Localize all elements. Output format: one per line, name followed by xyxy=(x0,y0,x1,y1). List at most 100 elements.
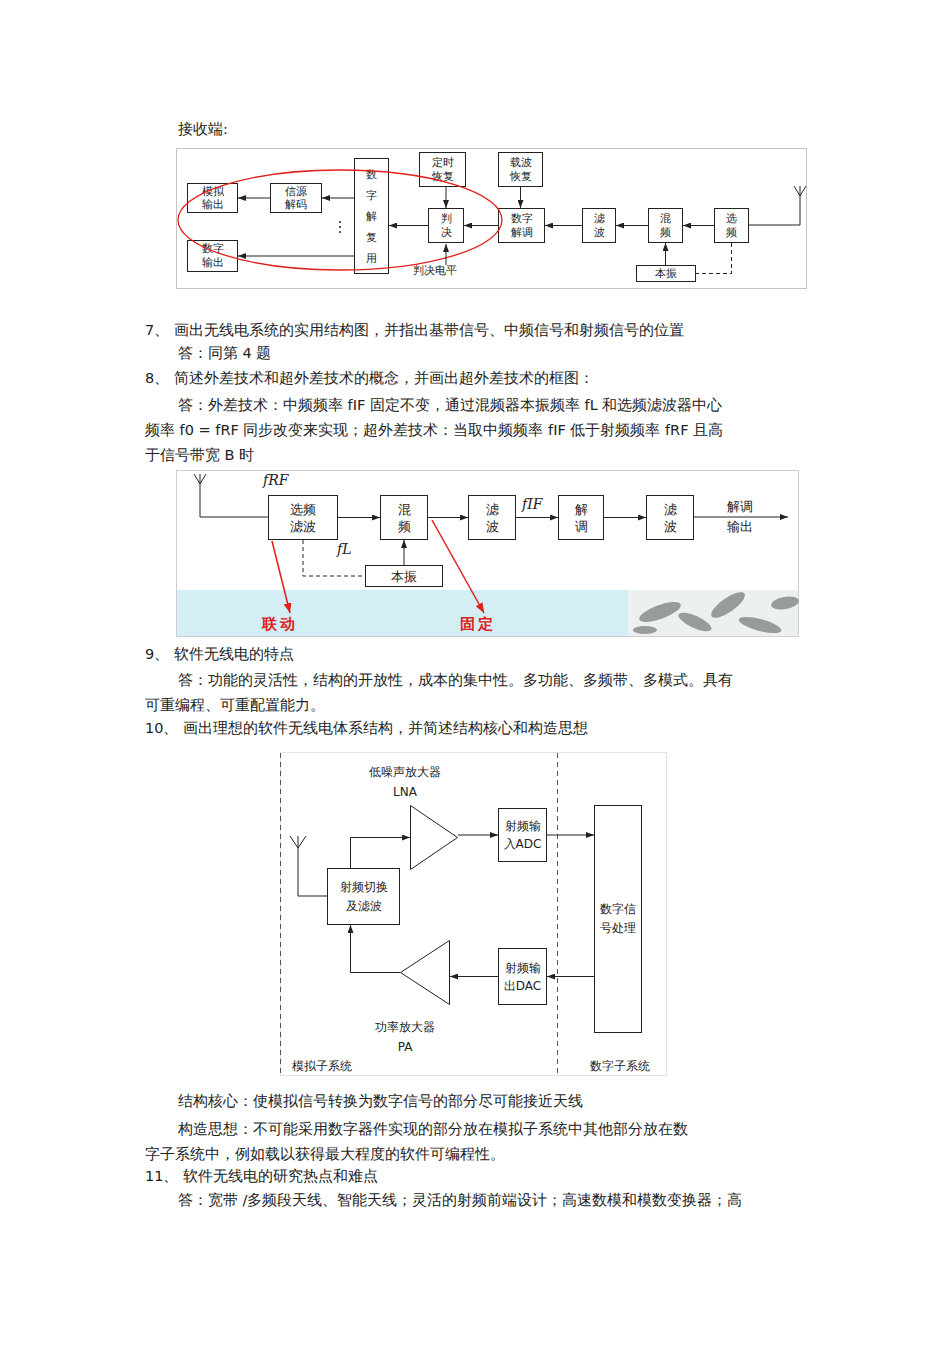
subsystem-divider xyxy=(280,753,281,1076)
block-box: 射频输 出DAC xyxy=(498,948,547,1005)
question-text: 10、 画出理想的软件无线电体系结构，并简述结构核心和构造思想 xyxy=(145,719,865,739)
signal-connector xyxy=(446,187,447,208)
signal-connector xyxy=(322,198,354,199)
frequency-label: fRF xyxy=(263,471,303,490)
subsystem-divider xyxy=(557,753,558,1076)
signal-connector xyxy=(338,517,380,518)
block-box: 混 频 xyxy=(648,208,683,243)
block-label: 混 频 xyxy=(658,212,673,240)
signal-connector xyxy=(516,517,558,518)
block-label: 数字 输出 xyxy=(192,242,233,270)
signal-connector xyxy=(604,517,646,518)
block-box: 数 字 解 复 用 xyxy=(354,158,389,274)
callout-arrow xyxy=(272,541,290,613)
block-box: 本振 xyxy=(365,565,443,587)
block-box: 滤 波 xyxy=(468,495,516,540)
frequency-label: fIF xyxy=(522,495,556,514)
signal-connector xyxy=(428,517,468,518)
answer-text: 构造思想：不可能采用数字器件实现的部分放在模拟子系统中其他部分放在数字子系统中，… xyxy=(145,1117,693,1167)
block-label: 滤 波 xyxy=(659,501,681,535)
block-label: 载波 恢复 xyxy=(502,156,539,184)
answer-text: 结构核心：使模拟信号转换为数字信号的部分尽可能接近天线 xyxy=(178,1092,798,1112)
callout-label: 联动 xyxy=(262,614,332,634)
signal-connector xyxy=(458,835,498,836)
amplifier-triangle: 功率放大器 PA xyxy=(400,940,450,1005)
signal-connector xyxy=(696,243,732,274)
block-box: 滤 波 xyxy=(582,208,616,243)
signal-connector xyxy=(616,225,648,226)
triangle-outline xyxy=(400,940,450,1005)
block-box: 载波 恢复 xyxy=(498,152,543,187)
block-label: 数 字 解 复 用 xyxy=(364,164,379,269)
figure-frame xyxy=(177,471,799,637)
section-heading: 接收端: xyxy=(178,120,298,140)
block-label: 低噪声放大器 LNA xyxy=(365,762,445,802)
block-label: 滤 波 xyxy=(481,501,503,535)
antenna-symbol xyxy=(290,836,327,896)
block-box: 选 频 xyxy=(714,208,749,243)
block-label: 数字 解调 xyxy=(502,212,541,240)
question-text: 8、 简述外差技术和超外差技术的概念，并画出超外差技术的框图： xyxy=(145,369,865,389)
block-label: 选 频 xyxy=(724,212,739,240)
output-label: 解调 输出 xyxy=(718,497,762,537)
block-label: 滤 波 xyxy=(592,212,606,240)
block-label: 功率放大器 PA xyxy=(368,1017,442,1057)
signal-connector xyxy=(683,225,714,226)
amplifier-triangle: 低噪声放大器 LNA xyxy=(410,805,458,870)
triangle-shape xyxy=(401,941,450,1005)
block-box: 判 决 xyxy=(428,208,464,243)
frequency-label: fL xyxy=(337,540,367,559)
triangle-outline xyxy=(410,805,458,870)
block-label: 本振 xyxy=(391,568,417,585)
answer-text: 答：宽带 /多频段天线、智能天线；灵活的射频前端设计；高速数模和模数变换器；高 xyxy=(178,1191,818,1211)
block-label: 信源 解码 xyxy=(275,185,317,211)
question-text: 9、 软件无线电的特点 xyxy=(145,645,645,665)
block-box: 数字 解调 xyxy=(498,208,545,243)
block-box: 选频 滤波 xyxy=(268,495,338,540)
block-box: 数字 输出 xyxy=(187,240,238,272)
block-label: 射频输 出DAC xyxy=(502,959,543,995)
signal-connector xyxy=(464,225,498,226)
callout-label: 固定 xyxy=(460,614,530,634)
block-label: 定时 恢复 xyxy=(423,156,462,184)
block-label: 选频 滤波 xyxy=(281,501,325,535)
block-label: 模拟 输出 xyxy=(192,185,233,211)
question-text: 7、 画出无线电系统的实用结构图，并指出基带信号、中频信号和射频信号的位置 xyxy=(145,321,865,341)
question-text: 11、 软件无线电的研究热点和难点 xyxy=(145,1167,645,1187)
subsystem-label: 数字子系统 xyxy=(590,1058,680,1074)
triangle-shape xyxy=(411,806,458,870)
block-label: 本振 xyxy=(655,267,677,281)
subsystem-label: 模拟子系统 xyxy=(292,1058,382,1074)
signal-connector xyxy=(547,835,594,836)
block-label: 射频输 入ADC xyxy=(502,817,543,853)
answer-text: 答：功能的灵活性，结构的开放性，成本的集中性。多功能、多频带、多模式。具有可重编… xyxy=(145,668,738,718)
signal-connector xyxy=(665,243,666,265)
block-box: 射频输 入ADC xyxy=(498,808,547,862)
figure-frame xyxy=(281,753,667,1076)
ellipsis-dots xyxy=(339,221,341,233)
block-label: 射频切换 及滤波 xyxy=(334,878,393,916)
block-label: 判 决 xyxy=(439,212,453,240)
block-box: 混 频 xyxy=(380,495,428,540)
signal-connector xyxy=(238,256,354,257)
signal-connector xyxy=(545,225,582,226)
decorative-image xyxy=(628,588,800,637)
block-box: 本振 xyxy=(636,265,696,282)
signal-connector xyxy=(520,187,521,208)
background-band xyxy=(177,590,798,636)
signal-connector xyxy=(351,925,401,973)
block-label: 解 调 xyxy=(570,501,592,535)
signal-label: 判决电平 xyxy=(413,264,483,279)
block-box: 滤 波 xyxy=(646,495,694,540)
block-box: 定时 恢复 xyxy=(419,152,466,187)
signal-connector xyxy=(303,540,365,576)
output-arrow xyxy=(694,517,788,518)
antenna-symbol xyxy=(194,474,268,517)
block-box: 射频切换 及滤波 xyxy=(327,868,400,925)
block-box: 信源 解码 xyxy=(270,183,322,213)
block-label: 混 频 xyxy=(393,501,415,535)
antenna-symbol xyxy=(749,186,806,225)
signal-connector xyxy=(404,540,405,565)
answer-text: 答：同第 4 题 xyxy=(178,344,478,364)
answer-text: 答：外差技术：中频频率 fIF 固定不变，通过混频器本振频率 fL 和选频滤波器… xyxy=(145,393,728,468)
